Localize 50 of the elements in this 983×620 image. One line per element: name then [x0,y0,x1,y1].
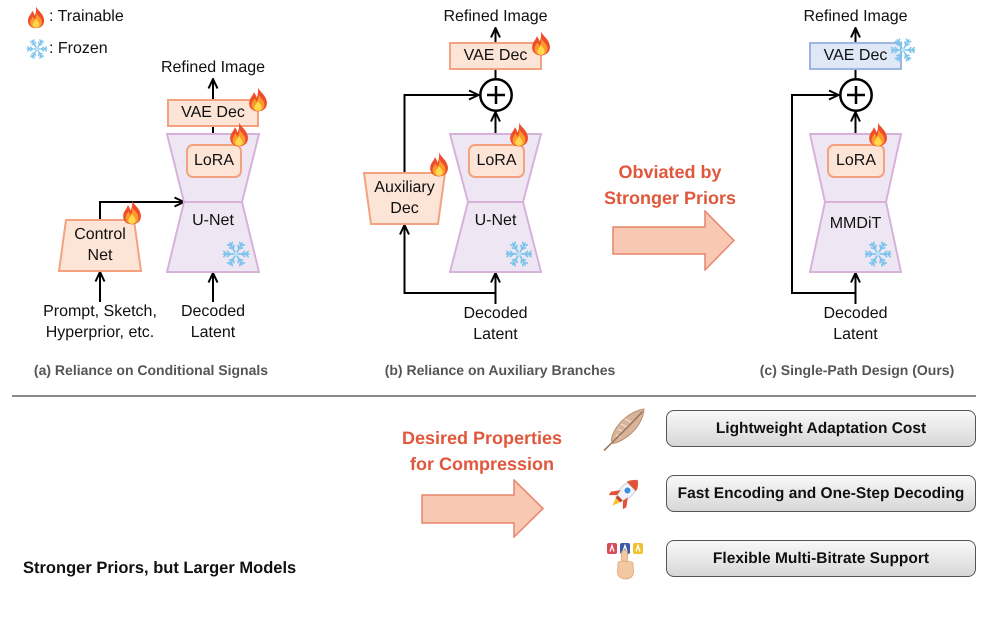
connector-line [212,127,214,133]
arrow [99,196,185,219]
output-label: Refined Image [160,58,266,79]
arrow [850,272,861,293]
node-label: U-Net [474,211,516,230]
node-label: U-Net [192,211,234,230]
arrow [404,90,480,172]
decoder-block: Auxiliary Dec [363,172,446,225]
arrow [850,27,861,42]
output-label: Refined Image [802,7,908,28]
panel-caption: (c) Single-Path Design (Ours) [759,361,955,380]
sum-circle [838,78,872,112]
annotation-text: Desired Properties for Compression [401,427,563,476]
arrow [94,271,106,302]
input-label: Decoded Latent [462,304,528,346]
adapter-block: LoRA [468,144,525,178]
output-label: Refined Image [442,7,548,28]
network-block [166,133,260,273]
property-box: Fast Encoding and One-Step Decoding [666,475,976,512]
decoder-block: VAE Dec [449,42,542,70]
summary-text: Stronger Priors, but Larger Models [23,558,298,579]
adapter-block: LoRA [186,144,242,178]
adapter-block: LoRA [827,144,885,178]
arrow [208,272,218,302]
arrow [850,111,861,133]
arrow [399,224,496,294]
control-block: Control Net [58,219,142,272]
legend-text: : Frozen [49,39,108,59]
annotation-text: Obviated by Stronger Priors [603,161,737,210]
panel-caption: (b) Reliance on Auxiliary Branches [384,361,616,380]
connector-line [494,70,496,78]
network-block [449,133,542,273]
input-label: Prompt, Sketch, Hyperprior, etc. [42,302,158,344]
legend-text: : Trainable [49,7,124,27]
network-block [809,133,902,273]
connector-line [854,70,856,78]
arrow [490,111,501,133]
arrow [490,27,501,42]
property-box: Flexible Multi-Bitrate Support [666,540,976,577]
input-label: Decoded Latent [822,304,888,346]
arrow [208,78,218,99]
input-label: Decoded Latent [180,302,246,344]
panel-caption: (a) Reliance on Conditional Signals [33,361,269,380]
node-label: MMDiT [830,214,882,234]
property-box: Lightweight Adaptation Cost [666,410,976,447]
sum-circle [478,78,512,112]
connector-line [854,293,856,304]
decoder-block: VAE Dec [809,42,902,70]
arrow [791,90,856,294]
decoder-block: VAE Dec [167,99,259,127]
